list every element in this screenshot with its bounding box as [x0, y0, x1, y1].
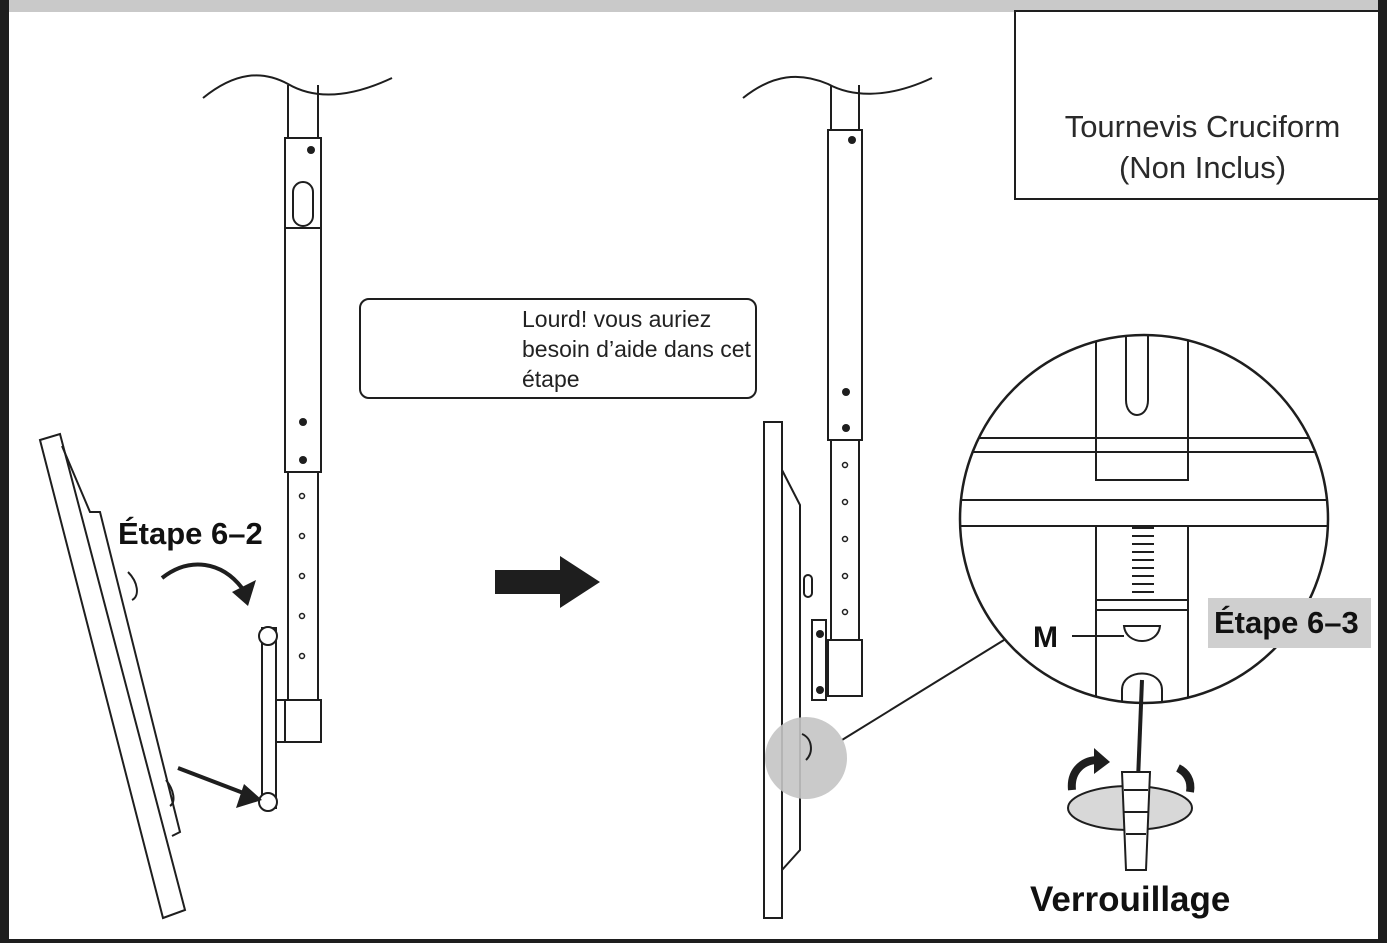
- zoom-spot: [765, 717, 847, 799]
- tv-back-left: [61, 445, 182, 837]
- next-step-arrow: [495, 556, 600, 608]
- straight-arrow-line: [177, 766, 247, 796]
- part-m-label: M: [1033, 621, 1058, 654]
- zoom-connector: [841, 639, 1005, 741]
- ceiling-line-left: [202, 74, 393, 99]
- lock-label: Verrouillage: [1030, 880, 1231, 919]
- curved-arrow-head: [232, 580, 256, 606]
- tv-panel-right: [763, 421, 783, 919]
- pole-bracket-left: [284, 699, 322, 743]
- step-6-2-label: Étape 6–2: [118, 516, 263, 551]
- ceiling-line-right: [742, 75, 933, 99]
- warning-text: Lourd! vous auriez besoin d’aide dans ce…: [522, 306, 751, 392]
- inner-tube-left: [287, 471, 319, 701]
- hook-bottom-left: [258, 792, 278, 812]
- tool-note: (Non Inclus): [1118, 150, 1287, 185]
- tv-hook-lower: [165, 779, 175, 807]
- step-6-3-label: Étape 6–3: [1208, 598, 1371, 648]
- pole-slot-left: [292, 181, 314, 227]
- tv-panel-left: [38, 432, 187, 920]
- straight-arrow-head: [236, 784, 262, 808]
- hook-top-left: [258, 626, 278, 646]
- tv-rail-right: [811, 619, 827, 701]
- tv-back-right: [781, 469, 801, 871]
- outer-tube-left: [284, 137, 322, 473]
- zoom-circle: [958, 333, 1330, 705]
- warning-box: [359, 298, 757, 399]
- curved-arrow: [160, 562, 244, 590]
- tool-info-box: Tournevis Cruciform (Non Inclus): [1014, 10, 1387, 200]
- tool-name: Tournevis Cruciform: [1064, 109, 1341, 144]
- top-bar: [0, 0, 1387, 12]
- pole-bracket-right: [827, 639, 863, 697]
- screwdriver-lock: [1067, 679, 1193, 871]
- tv-hook-upper: [127, 571, 138, 601]
